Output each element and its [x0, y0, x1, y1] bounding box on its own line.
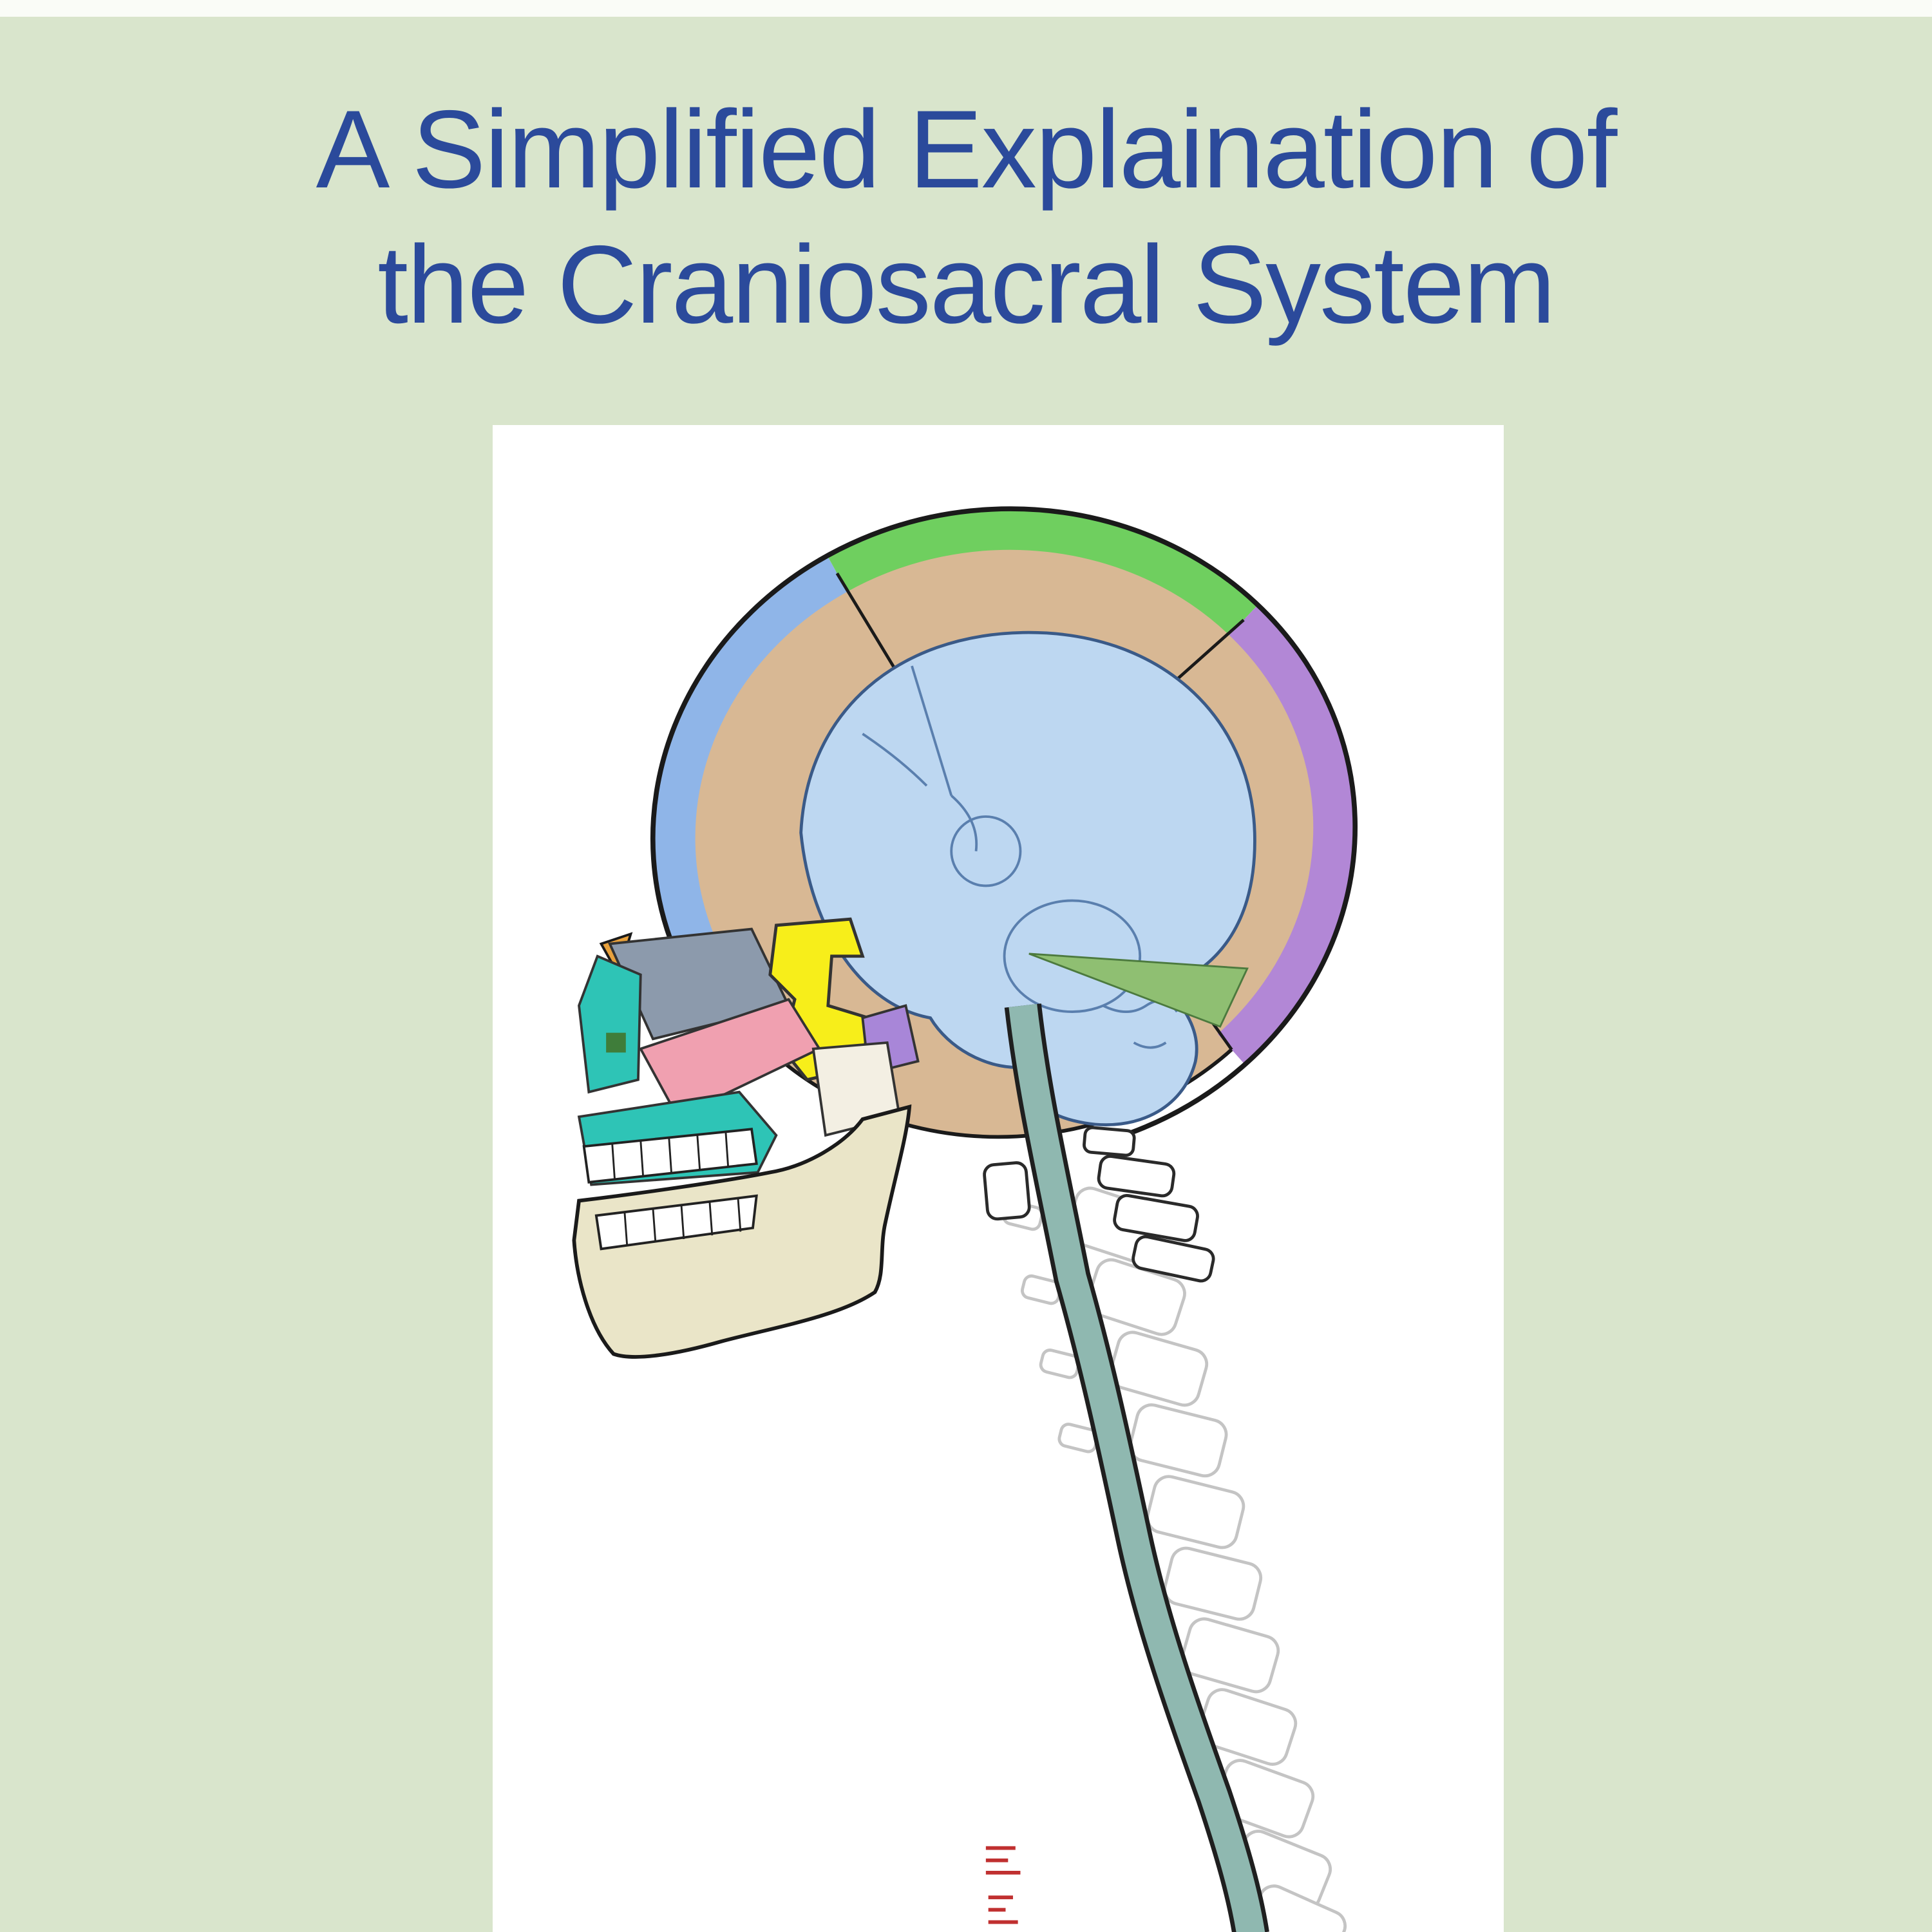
page-title-line-1: A Simplified Explaination of	[316, 88, 1618, 211]
illustration-panel	[493, 425, 1504, 1932]
cavity-detail-lines	[862, 665, 1179, 1049]
cervical-vertebrae	[983, 1126, 1215, 1283]
spinal-cord	[1004, 1003, 1269, 1932]
upper-teeth	[582, 1128, 758, 1184]
mandible-region	[572, 1104, 912, 1359]
page-title: A Simplified Explaination of the Cranios…	[0, 82, 1932, 353]
page-title-line-2: the Craniosacral System	[377, 222, 1556, 346]
skull-outline	[650, 506, 1358, 1137]
lower-teeth	[594, 1194, 758, 1251]
nasal-detail-square	[606, 1032, 626, 1053]
top-strip	[0, 0, 1932, 17]
coronal-suture-line	[835, 572, 900, 676]
parietal-bone-region	[826, 507, 1258, 636]
nasal-teal-region	[578, 954, 642, 1094]
red-annotation-marks	[985, 1846, 1021, 1924]
tentorium-region	[1028, 952, 1249, 1028]
vertebral-column-ghost	[1002, 1186, 1347, 1932]
occipital-bone-region	[1217, 605, 1356, 1066]
frontal-bone-region	[653, 554, 848, 952]
craniosacral-illustration	[572, 506, 1358, 1932]
